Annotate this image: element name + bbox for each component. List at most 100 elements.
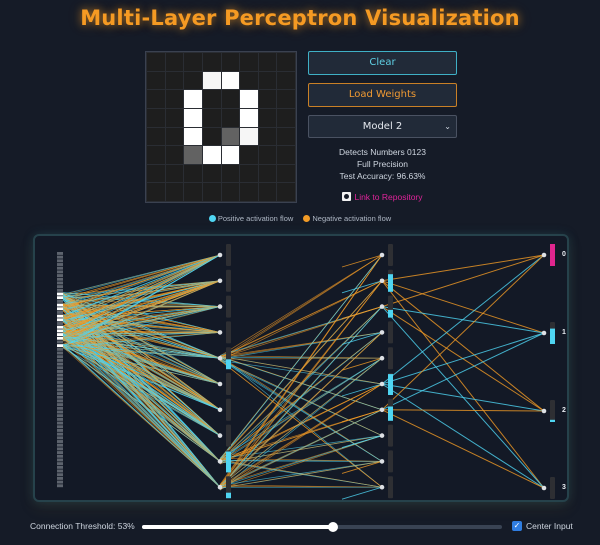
grid-cell[interactable] xyxy=(202,71,221,90)
grid-cell[interactable] xyxy=(184,108,202,127)
clear-button[interactable]: Clear xyxy=(308,51,457,75)
grid-cell[interactable] xyxy=(277,108,295,127)
grid-cell[interactable] xyxy=(240,53,258,71)
hidden1-neuron xyxy=(217,355,223,361)
grid-cell[interactable] xyxy=(221,90,240,108)
load-weights-button[interactable]: Load Weights xyxy=(308,83,457,107)
grid-cell[interactable] xyxy=(258,146,277,164)
grid-cell[interactable] xyxy=(258,71,277,90)
connection-line xyxy=(62,346,221,462)
grid-cell[interactable] xyxy=(184,90,202,108)
grid-cell[interactable] xyxy=(184,164,202,183)
grid-cell[interactable] xyxy=(221,53,240,71)
connection-line xyxy=(62,326,221,333)
grid-cell[interactable] xyxy=(165,183,184,201)
grid-cell[interactable] xyxy=(165,108,184,127)
hidden2-neuron xyxy=(379,407,385,413)
grid-cell[interactable] xyxy=(147,108,165,127)
threshold-slider-thumb[interactable] xyxy=(327,522,338,532)
input-neuron xyxy=(57,480,63,484)
grid-cell[interactable] xyxy=(165,71,184,90)
grid-cell[interactable] xyxy=(165,127,184,146)
grid-cell[interactable] xyxy=(202,146,221,164)
grid-cell[interactable] xyxy=(240,164,258,183)
grid-cell[interactable] xyxy=(147,146,165,164)
grid-cell[interactable] xyxy=(258,108,277,127)
grid-cell[interactable] xyxy=(165,90,184,108)
grid-cell[interactable] xyxy=(147,183,165,201)
grid-cell[interactable] xyxy=(221,183,240,201)
grid-cell[interactable] xyxy=(221,146,240,164)
grid-cell[interactable] xyxy=(147,164,165,183)
grid-cell[interactable] xyxy=(165,164,184,183)
input-neuron xyxy=(57,384,63,388)
grid-cell[interactable] xyxy=(277,183,295,201)
grid-cell[interactable] xyxy=(202,90,221,108)
grid-cell[interactable] xyxy=(258,183,277,201)
grid-cell[interactable] xyxy=(240,183,258,201)
grid-cell[interactable] xyxy=(221,108,240,127)
grid-cell[interactable] xyxy=(184,146,202,164)
hidden1-activation-bar xyxy=(226,295,231,318)
grid-cell[interactable] xyxy=(258,53,277,71)
grid-cell[interactable] xyxy=(202,183,221,201)
network-canvas xyxy=(57,244,555,500)
grid-cell[interactable] xyxy=(147,127,165,146)
connection-line xyxy=(381,383,545,412)
grid-cell[interactable] xyxy=(221,164,240,183)
grid-cell[interactable] xyxy=(165,146,184,164)
grid-cell[interactable] xyxy=(277,146,295,164)
hidden1-activation-bar xyxy=(226,398,231,421)
connection-line xyxy=(341,280,383,294)
grid-cell[interactable] xyxy=(147,90,165,108)
grid-cell[interactable] xyxy=(240,90,258,108)
output-neuron xyxy=(541,485,547,491)
output-label-3: 3 xyxy=(562,484,566,491)
connection-line xyxy=(62,254,221,332)
grid-cell[interactable] xyxy=(147,71,165,90)
input-neuron xyxy=(57,333,63,337)
connection-line xyxy=(62,306,221,346)
page-title: Multi-Layer Perceptron Visualization xyxy=(80,6,520,30)
grid-cell[interactable] xyxy=(240,127,258,146)
hidden2-neuron xyxy=(379,459,385,464)
grid-cell[interactable] xyxy=(258,164,277,183)
hidden2-neuron xyxy=(379,355,385,361)
grid-cell[interactable] xyxy=(277,127,295,146)
grid-cell[interactable] xyxy=(221,71,240,90)
grid-cell[interactable] xyxy=(202,53,221,71)
grid-cell[interactable] xyxy=(277,53,295,71)
grid-cell[interactable] xyxy=(202,164,221,183)
grid-cell[interactable] xyxy=(240,146,258,164)
grid-cell[interactable] xyxy=(277,71,295,90)
grid-cell[interactable] xyxy=(184,71,202,90)
grid-cell[interactable] xyxy=(277,90,295,108)
grid-cell[interactable] xyxy=(165,53,184,71)
grid-cell[interactable] xyxy=(184,127,202,146)
grid-cell[interactable] xyxy=(258,127,277,146)
grid-cell[interactable] xyxy=(240,71,258,90)
grid-cell[interactable] xyxy=(221,127,240,146)
grid-cell[interactable] xyxy=(184,53,202,71)
threshold-slider[interactable] xyxy=(142,522,502,532)
model-select[interactable]: Model 2 ⌄ xyxy=(308,115,457,138)
center-input-label: Center Input xyxy=(526,521,573,531)
grid-cell[interactable] xyxy=(240,108,258,127)
grid-cell[interactable] xyxy=(202,127,221,146)
input-neuron xyxy=(57,252,63,255)
model-info: Detects Numbers 0123 Full Precision Test… xyxy=(308,146,457,182)
drawing-grid[interactable] xyxy=(145,51,297,203)
repository-link[interactable]: Link to Repository xyxy=(308,192,457,202)
connection-line xyxy=(219,306,383,488)
connection-line xyxy=(381,280,545,412)
grid-cell[interactable] xyxy=(184,183,202,201)
input-neuron xyxy=(57,288,63,292)
grid-cell[interactable] xyxy=(202,108,221,127)
connection-line xyxy=(341,486,383,500)
grid-cell[interactable] xyxy=(258,90,277,108)
center-input-checkbox[interactable]: ✓ xyxy=(512,521,522,531)
grid-cell[interactable] xyxy=(147,53,165,71)
input-neuron xyxy=(57,454,63,458)
grid-cell[interactable] xyxy=(277,164,295,183)
input-neuron xyxy=(57,458,63,462)
